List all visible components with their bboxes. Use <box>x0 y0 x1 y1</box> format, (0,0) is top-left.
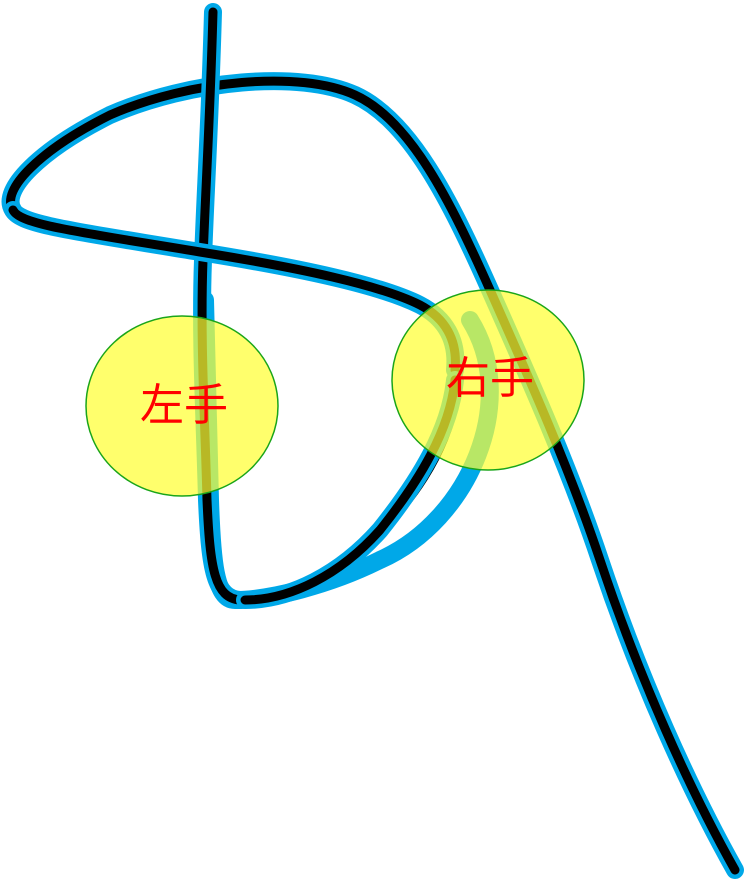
left-hand-circle <box>85 315 279 497</box>
right-hand-marker: 右手 <box>391 289 585 471</box>
rope-vertical-strand <box>193 3 249 609</box>
right-hand-label: 右手 <box>446 353 534 404</box>
rope-main-outline <box>1 72 744 879</box>
right-hand-circle <box>391 289 585 471</box>
left-hand-label: 左手 <box>140 380 228 431</box>
left-hand-marker: 左手 <box>85 315 279 497</box>
rope-main-strand <box>1 72 744 879</box>
rope-main-core <box>6 76 740 875</box>
